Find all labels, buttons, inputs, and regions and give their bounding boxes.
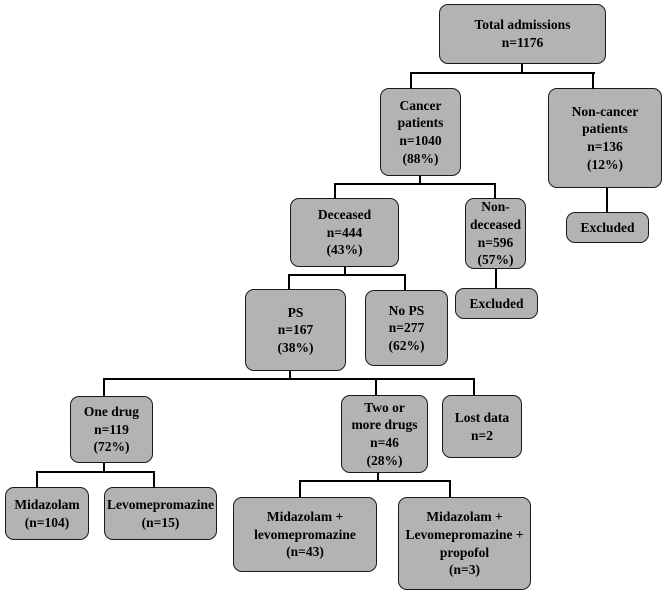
node-non-deceased-line2: deceased	[470, 216, 521, 232]
node-ps-count: n=167	[277, 322, 314, 338]
node-cancer-patients-pct: (88%)	[402, 150, 439, 166]
node-excluded-non-cancer-label: Excluded	[580, 219, 635, 235]
connector-to-levomepromazine	[153, 471, 156, 488]
connector-to-cancer-patients	[410, 72, 413, 89]
connector-to-midazolam-levomepromazine-propofol	[449, 480, 452, 498]
node-levomepromazine-count: (n=15)	[141, 514, 180, 530]
node-midazolam-levomepromazine-propofol[interactable]: Midazolam + Levomepromazine + propofol (…	[398, 497, 531, 590]
node-two-or-more-drugs-pct: (28%)	[366, 452, 403, 468]
node-midazolam-levomepromazine-propofol-line2: Levomepromazine +	[405, 526, 524, 542]
connector-two-or-more-drugs-bar	[299, 480, 451, 483]
node-cancer-patients-line1: Cancer	[399, 97, 442, 113]
node-non-cancer-patients-line1: Non-cancer	[571, 103, 639, 119]
node-ps-pct: (38%)	[277, 339, 314, 355]
connector-to-deceased	[334, 183, 337, 199]
connector-to-two-or-more-drugs	[375, 378, 378, 396]
node-no-ps[interactable]: No PS n=277 (62%)	[365, 290, 448, 366]
node-lost-data[interactable]: Lost data n=2	[442, 395, 522, 458]
node-lost-data-label: Lost data	[454, 409, 510, 425]
node-non-cancer-patients[interactable]: Non-cancer patients n=136 (12%)	[548, 88, 662, 188]
connector-ps-stem	[289, 371, 292, 379]
node-one-drug-pct: (72%)	[93, 439, 130, 455]
node-two-or-more-drugs-line2: more drugs	[351, 417, 418, 433]
connector-cancer-patients-stem	[419, 176, 422, 184]
node-midazolam-levomepromazine-propofol-count: (n=3)	[449, 562, 480, 578]
node-two-or-more-drugs-line1: Two or	[364, 399, 405, 415]
connector-to-one-drug	[103, 378, 106, 397]
connector-one-drug-stem	[103, 463, 106, 472]
node-no-ps-pct: (62%)	[388, 337, 425, 353]
node-midazolam-levomepromazine-propofol-line3: propofol	[439, 544, 490, 560]
node-excluded-non-cancer[interactable]: Excluded	[566, 212, 649, 243]
node-non-deceased-count: n=596	[477, 234, 514, 250]
node-no-ps-label: No PS	[388, 302, 425, 318]
connector-total-admissions-bar	[410, 72, 595, 75]
node-deceased-label: Deceased	[317, 207, 372, 223]
node-midazolam-label: Midazolam	[14, 496, 80, 512]
node-one-drug-count: n=119	[94, 421, 129, 437]
connector-total-admissions-stem	[521, 64, 524, 74]
node-non-cancer-patients-pct: (12%)	[587, 156, 623, 172]
node-deceased-pct: (43%)	[326, 242, 363, 258]
connector-deceased-stem	[344, 267, 347, 275]
node-non-cancer-patients-line2: patients	[582, 121, 628, 137]
node-levomepromazine-label: Levomepromazine	[107, 496, 214, 512]
connector-ps-bar	[103, 378, 475, 381]
connector-cancer-patients-bar	[334, 183, 496, 186]
node-no-ps-count: n=277	[388, 320, 425, 336]
node-cancer-patients-count: n=1040	[399, 133, 442, 148]
node-non-deceased-pct: (57%)	[477, 252, 514, 268]
node-one-drug-label: One drug	[83, 404, 140, 420]
node-midazolam-levomepromazine-line2: levomepromazine	[254, 526, 356, 542]
node-excluded-non-deceased[interactable]: Excluded	[455, 288, 538, 319]
node-total-admissions-label: Total admissions	[474, 17, 571, 33]
connector-to-ps	[288, 274, 291, 290]
node-ps-label: PS	[287, 304, 304, 320]
connector-to-non-cancer-patients	[592, 72, 595, 89]
connector-to-no-ps	[404, 274, 407, 290]
node-one-drug[interactable]: One drug n=119 (72%)	[70, 396, 153, 463]
node-lost-data-count: n=2	[471, 427, 493, 443]
node-excluded-non-deceased-label: Excluded	[469, 295, 524, 311]
connector-to-lost-data	[473, 378, 476, 396]
connector-to-non-deceased	[494, 183, 497, 199]
node-two-or-more-drugs-count: n=46	[370, 435, 399, 450]
connector-one-drug-bar	[36, 471, 155, 474]
node-non-deceased[interactable]: Non- deceased n=596 (57%)	[465, 198, 526, 269]
node-midazolam-levomepromazine-line1: Midazolam +	[266, 509, 344, 525]
connector-non-cancer-to-excluded	[606, 188, 609, 213]
node-cancer-patients-line2: patients	[397, 115, 444, 131]
node-deceased[interactable]: Deceased n=444 (43%)	[290, 198, 399, 267]
node-two-or-more-drugs[interactable]: Two or more drugs n=46 (28%)	[341, 395, 428, 473]
connector-non-deceased-to-excluded	[495, 269, 498, 289]
node-midazolam-count: (n=104)	[24, 514, 70, 530]
connector-to-midazolam	[36, 471, 39, 488]
connector-to-midazolam-levomepromazine	[299, 480, 302, 498]
node-deceased-count: n=444	[326, 224, 363, 240]
connector-deceased-bar	[288, 274, 406, 277]
node-ps[interactable]: PS n=167 (38%)	[245, 289, 346, 371]
node-cancer-patients[interactable]: Cancer patients n=1040 (88%)	[380, 88, 461, 176]
node-non-cancer-patients-count: n=136	[587, 139, 623, 154]
node-non-deceased-line1: Non-	[481, 199, 510, 215]
node-levomepromazine[interactable]: Levomepromazine (n=15)	[104, 487, 217, 540]
connector-two-or-more-drugs-stem	[377, 473, 380, 481]
node-midazolam-levomepromazine-count: (n=43)	[286, 544, 324, 560]
node-midazolam-levomepromazine-propofol-line1: Midazolam +	[426, 509, 503, 525]
node-total-admissions[interactable]: Total admissions n=1176	[439, 4, 606, 64]
node-total-admissions-count: n=1176	[501, 35, 544, 50]
node-midazolam-levomepromazine[interactable]: Midazolam + levomepromazine (n=43)	[233, 497, 377, 572]
node-midazolam[interactable]: Midazolam (n=104)	[5, 487, 89, 540]
